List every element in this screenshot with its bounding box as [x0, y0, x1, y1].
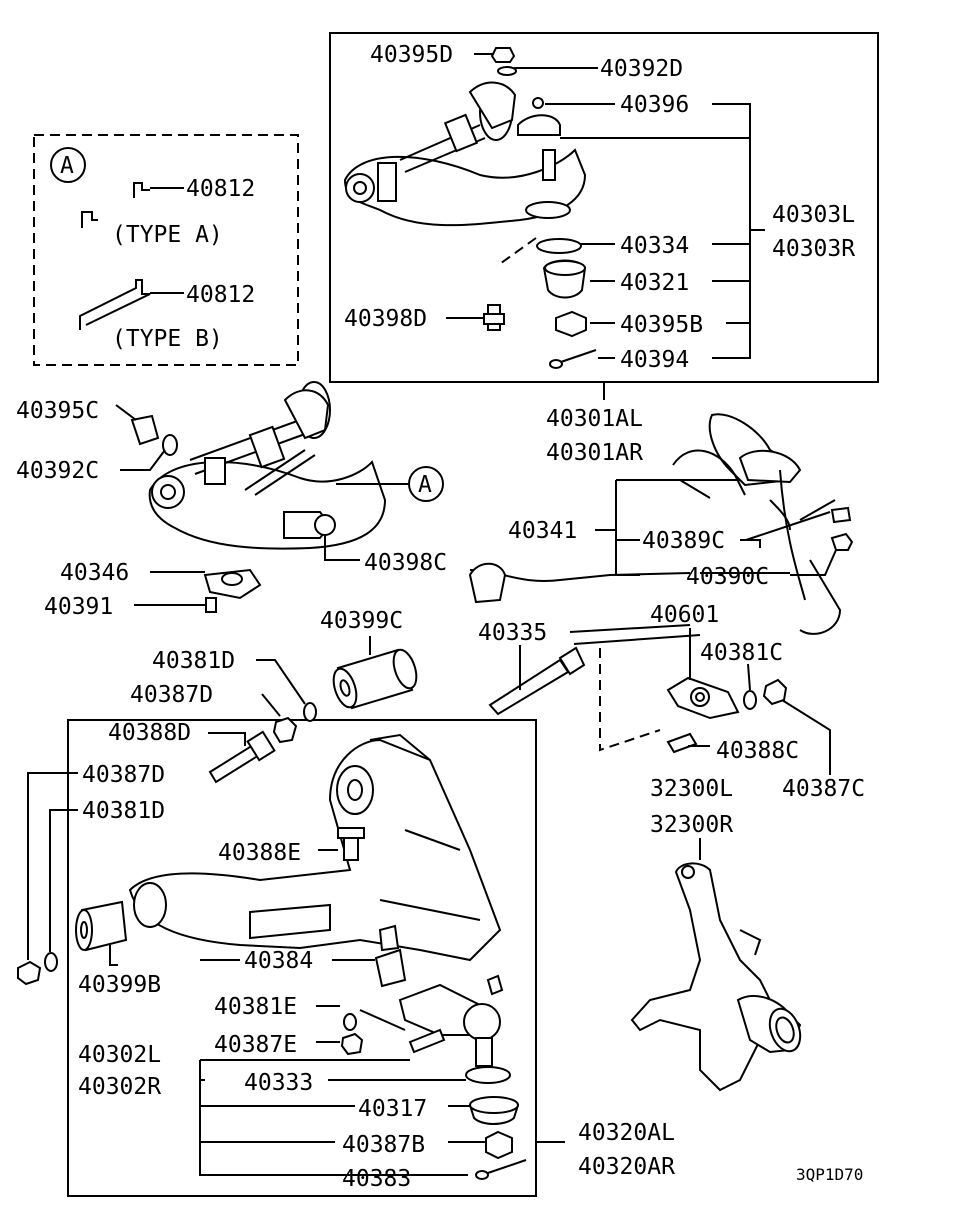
label-40303R: 40303R [772, 236, 855, 262]
label-40399B: 40399B [78, 972, 161, 998]
label-40320AL: 40320AL [578, 1120, 675, 1146]
label-40381D-top: 40381D [152, 648, 235, 674]
lower-arm-drawing [75, 733, 502, 966]
label-40302L: 40302L [78, 1042, 161, 1068]
label-32300L: 32300L [650, 776, 733, 802]
callout-a-marker: A [418, 472, 432, 498]
label-40812-type-a: 40812 [186, 176, 255, 202]
label-40387E: 40387E [214, 1032, 297, 1058]
label-40812-type-b: 40812 [186, 282, 255, 308]
label-40341: 40341 [508, 518, 577, 544]
label-40387C: 40387C [782, 776, 865, 802]
label-40335: 40335 [478, 620, 547, 646]
label-40387D-top: 40387D [130, 682, 213, 708]
bushing-upper-drawing [332, 636, 418, 710]
label-40388E: 40388E [218, 840, 301, 866]
label-type-a: (TYPE A) [112, 222, 223, 248]
lower-arm-assembly-frame [67, 719, 537, 1197]
upper-arm-spare-drawing [130, 381, 444, 550]
inset-a-marker: A [60, 153, 74, 179]
label-40301AL: 40301AL [546, 406, 643, 432]
label-40395D: 40395D [370, 42, 453, 68]
label-40387D-left: 40387D [82, 762, 165, 788]
label-40389C: 40389C [642, 528, 725, 554]
label-40388C: 40388C [716, 738, 799, 764]
label-40346: 40346 [60, 560, 129, 586]
label-40392C: 40392C [16, 458, 99, 484]
lower-arm-leaders [199, 959, 565, 1176]
inset-a-frame [33, 134, 299, 366]
label-40301AR: 40301AR [546, 440, 643, 466]
bracket-40601-drawing [666, 628, 831, 775]
inset-a-drawing [50, 147, 184, 330]
label-40399C: 40399C [320, 608, 403, 634]
bump-stopper-drawing [134, 568, 262, 613]
label-40391: 40391 [44, 594, 113, 620]
label-40395C: 40395C [16, 398, 99, 424]
label-40381D-left: 40381D [82, 798, 165, 824]
label-40387B: 40387B [342, 1132, 425, 1158]
label-40394: 40394 [620, 347, 689, 373]
knuckle-drawing [630, 838, 802, 1092]
center-leaders [595, 479, 837, 576]
label-40321: 40321 [620, 270, 689, 296]
label-type-b: (TYPE B) [112, 326, 223, 352]
label-40390C: 40390C [686, 564, 769, 590]
label-40392D: 40392D [600, 56, 683, 82]
label-40302R: 40302R [78, 1074, 161, 1100]
label-32300R: 32300R [650, 812, 733, 838]
upper-arm-drawing [343, 47, 597, 369]
label-40333: 40333 [244, 1070, 313, 1096]
label-40601: 40601 [650, 602, 719, 628]
label-40396: 40396 [620, 92, 689, 118]
label-40395B: 40395B [620, 312, 703, 338]
label-40381E: 40381E [214, 994, 297, 1020]
label-40384: 40384 [244, 948, 313, 974]
diagram-code: 3QP1D70 [796, 1165, 863, 1184]
label-40317: 40317 [358, 1096, 427, 1122]
label-40303L: 40303L [772, 202, 855, 228]
label-40388D: 40388D [108, 720, 191, 746]
label-40381C: 40381C [700, 640, 783, 666]
label-40334: 40334 [620, 233, 689, 259]
label-40320AR: 40320AR [578, 1154, 675, 1180]
bolt-nut-washer-left [17, 659, 317, 986]
label-40383: 40383 [342, 1166, 411, 1192]
stabilizer-drawing [468, 413, 854, 752]
upper-leaders [446, 53, 765, 400]
spare-arm-leaders [115, 404, 360, 561]
part-labels: 40395D 40392D 40396 40303L 40303R 40334 … [16, 42, 865, 1192]
label-40398C: 40398C [364, 550, 447, 576]
label-40398D: 40398D [344, 306, 427, 332]
ball-joint-drawing [340, 948, 527, 1180]
